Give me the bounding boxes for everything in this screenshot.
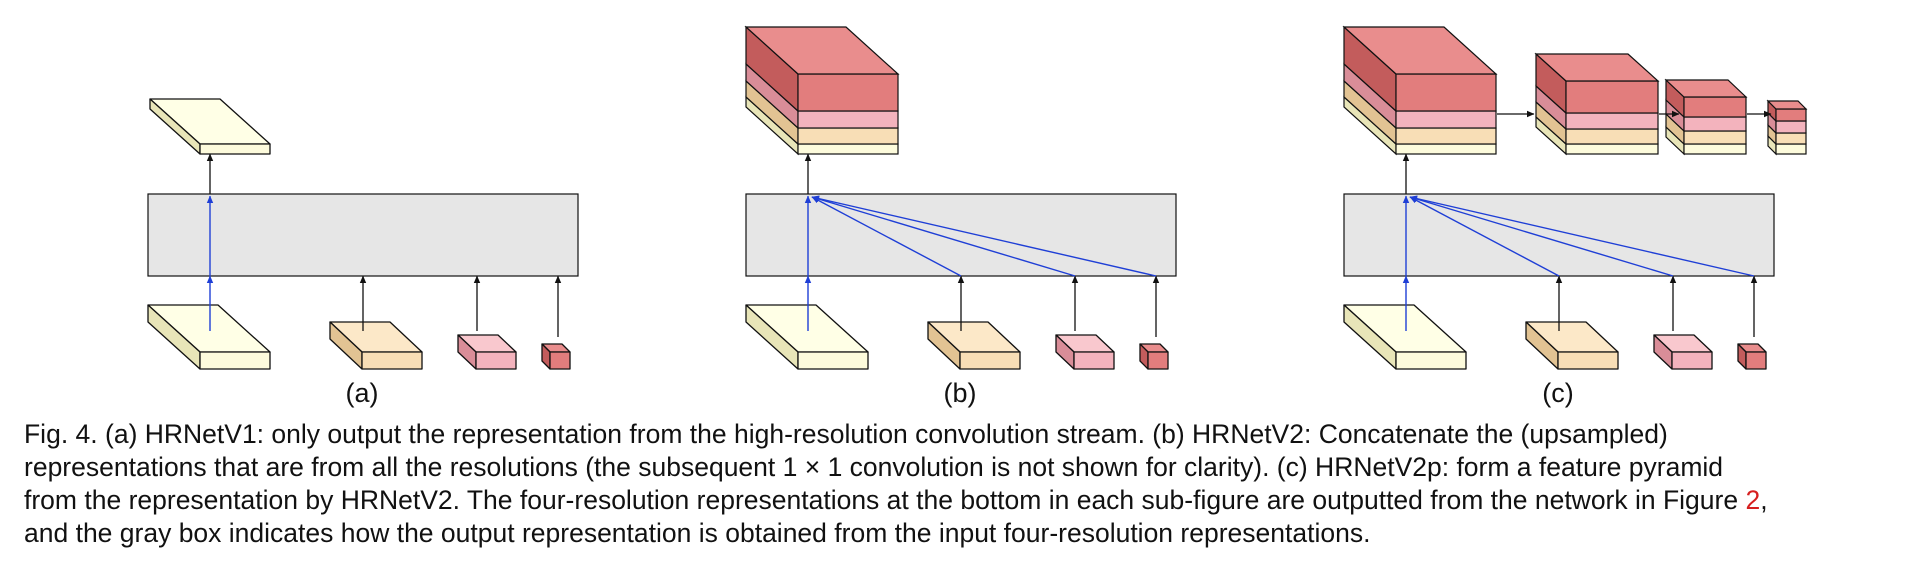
hrnet-figure [147, 25, 1808, 370]
caption-line-3-text: from the representation by HRNetV2. The … [24, 485, 1746, 515]
output-representation [149, 98, 271, 155]
figure-caption: Fig. 4. (a) HRNetV1: only output the rep… [24, 418, 1896, 550]
subfigure-c [1342, 25, 1808, 370]
input-resolution-1 [1343, 304, 1467, 370]
output-pyramid-level-4 [1766, 99, 1808, 156]
upsample-arrow-3 [811, 195, 1076, 277]
input-resolution-1 [745, 304, 869, 370]
upsample-arrow-2 [1409, 196, 1560, 277]
subfigure-c-label: (c) [1542, 378, 1574, 408]
caption-line-1: Fig. 4. (a) HRNetV1: only output the rep… [24, 419, 1668, 449]
upsample-arrow-4 [1409, 195, 1755, 277]
input-resolution-3 [1055, 334, 1115, 370]
output-concat-level-1 [744, 25, 900, 156]
upsample-arrow-3 [1409, 195, 1674, 277]
gray-box [147, 193, 579, 277]
input-resolution-1 [147, 304, 271, 370]
caption-line-3-suffix: , [1760, 485, 1768, 515]
subfigure-b [744, 25, 1177, 370]
input-resolution-4 [541, 343, 571, 370]
output-concat-level-1 [1342, 25, 1498, 156]
subfigure-b-label: (b) [943, 378, 977, 408]
figure-reference-link[interactable]: 2 [1745, 485, 1761, 515]
upsample-arrow-4 [811, 195, 1157, 277]
caption-line-3: from the representation by HRNetV2. The … [24, 484, 1896, 517]
gray-box [1343, 193, 1775, 277]
input-resolution-2 [1525, 321, 1619, 370]
output-pyramid-level-3 [1664, 78, 1748, 156]
input-resolution-4 [1139, 343, 1169, 370]
input-resolution-3 [457, 334, 517, 370]
input-resolution-2 [329, 321, 423, 370]
upsample-arrow-2 [811, 196, 962, 277]
subfigure-a [147, 98, 579, 370]
caption-line-4: and the gray box indicates how the outpu… [24, 518, 1371, 548]
input-resolution-4 [1737, 343, 1767, 370]
gray-box [745, 193, 1177, 277]
input-resolution-3 [1653, 334, 1713, 370]
subfigure-a-label: (a) [345, 378, 379, 408]
input-resolution-2 [927, 321, 1021, 370]
caption-line-2: representations that are from all the re… [24, 452, 1724, 482]
output-pyramid-level-2 [1534, 52, 1660, 156]
